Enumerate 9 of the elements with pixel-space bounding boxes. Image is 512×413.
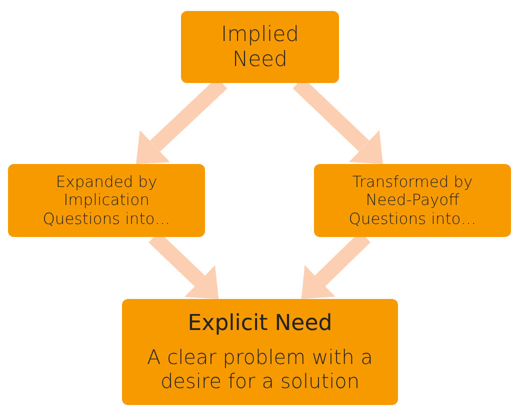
process-box	[8, 164, 205, 237]
process-box	[181, 11, 339, 83]
box-heading: Explicit Need	[188, 310, 332, 338]
box-text: Transformed by Need-Payoff Questions into…	[348, 172, 478, 228]
process-box	[122, 299, 398, 405]
box-text: A clear problem with a desire for a solution	[146, 345, 374, 394]
process-box	[314, 164, 511, 237]
box-text: Implied Need	[220, 22, 300, 72]
box-text: Expanded by Implication Questions into…	[42, 172, 172, 228]
